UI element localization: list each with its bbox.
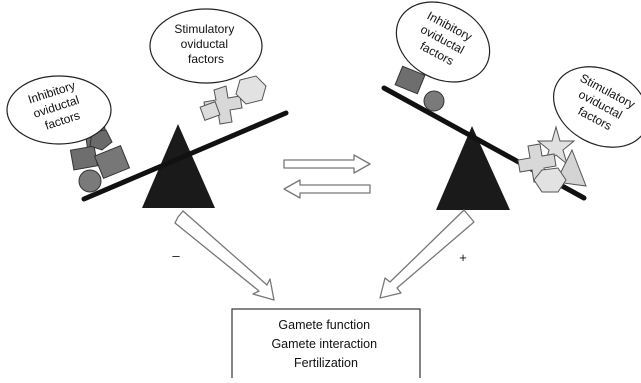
- right-effect-sign: +: [459, 250, 467, 265]
- right-balance: Inhibitory oviductal factors Stimulatory…: [379, 1, 641, 299]
- light-hexagon-shape: [533, 167, 567, 193]
- dark-pentagon-shape: [89, 129, 113, 151]
- left-effect-arrow: [174, 210, 275, 301]
- right-inhibitory-shapes: [394, 65, 445, 112]
- outcome-line: Gamete interaction: [271, 337, 377, 351]
- left-stimulatory-shapes: [199, 75, 267, 125]
- outcome-box-frame: [231, 308, 421, 383]
- label-ellipse: [552, 66, 641, 148]
- left-effect-sign: –: [172, 248, 180, 263]
- light-cross-shape: [203, 85, 243, 125]
- label-ellipse: [149, 8, 263, 84]
- light-star-shape: [536, 125, 576, 166]
- left-inhibitory-shapes: [69, 126, 131, 193]
- left-balance: Inhibitory oviductal factors Stimulatory…: [6, 8, 289, 301]
- label-line: oviductal: [181, 37, 228, 51]
- label-ellipse: [395, 1, 491, 83]
- outcome-line: Fertilization: [294, 356, 358, 370]
- svg-text:Stimulatory oviductal: Stimulatory oviductal factors: [174, 22, 237, 66]
- right-fulcrum: [436, 126, 510, 210]
- light-hexagon-shape: [235, 75, 267, 105]
- dark-square-shape: [93, 144, 131, 180]
- equilibrium-arrows: [283, 154, 371, 199]
- right-effect-arrow: [379, 209, 475, 299]
- label-line: factors: [188, 52, 224, 66]
- label-line: Stimulatory: [174, 22, 234, 36]
- dark-square-shape: [394, 65, 426, 95]
- reverse-arrow: [283, 179, 371, 199]
- dark-circle-shape: [423, 90, 445, 112]
- outcome-line: Gamete function: [278, 318, 370, 332]
- left-fulcrum: [142, 124, 215, 208]
- left-stimulatory-label: Stimulatory oviductal factors: [149, 8, 263, 84]
- left-beam: [81, 110, 289, 202]
- left-inhibitory-label: Inhibitory oviductal factors: [6, 75, 112, 145]
- label-ellipse: [6, 75, 112, 145]
- forward-arrow: [283, 154, 371, 174]
- light-rect-shape: [199, 101, 221, 121]
- right-stimulatory-shapes: [517, 125, 587, 193]
- dark-circle-shape: [78, 169, 102, 193]
- svg-text:Gamete function Gamete i: Gamete function Gamete interaction Ferti…: [271, 318, 380, 370]
- right-inhibitory-label: Inhibitory oviductal factors: [395, 1, 491, 83]
- outcome-box: Gamete function Gamete interaction Ferti…: [231, 308, 421, 383]
- dark-square-shape: [69, 145, 99, 171]
- right-stimulatory-label: Stimulatory oviductal factors: [552, 66, 641, 148]
